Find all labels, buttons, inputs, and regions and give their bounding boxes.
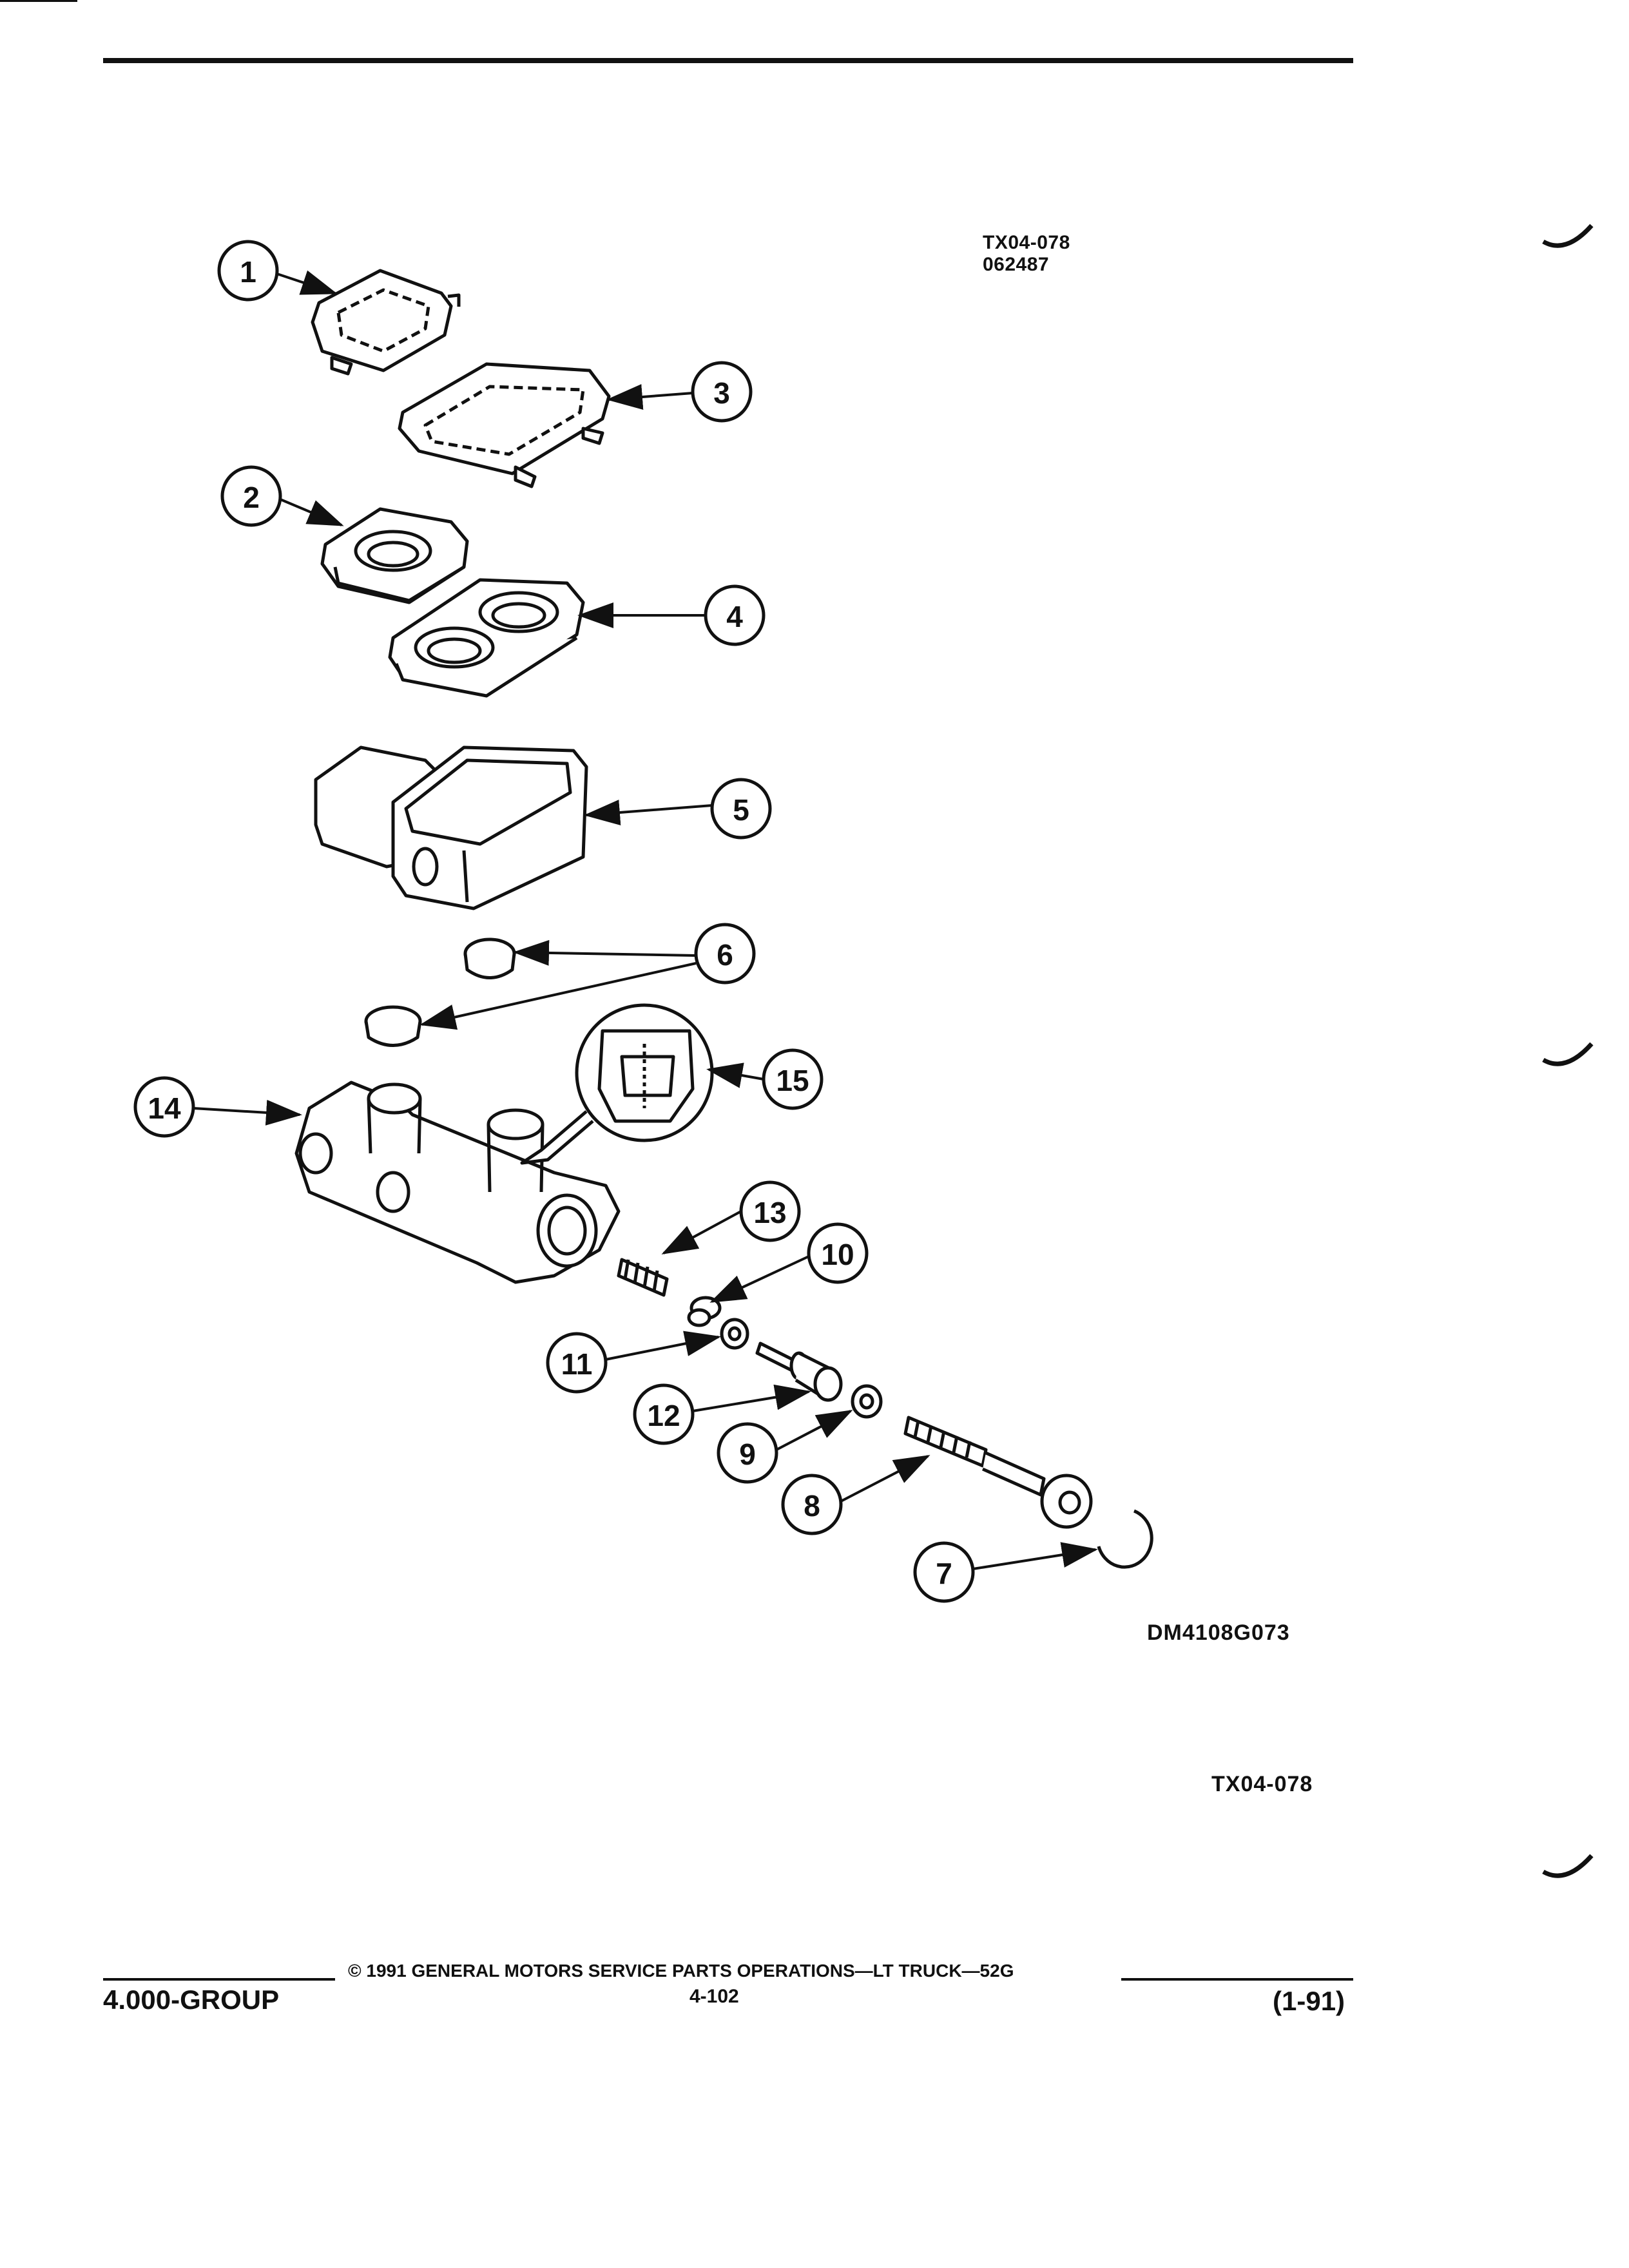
part-13-spring: [617, 1258, 669, 1297]
part-8-primary-piston: [903, 1416, 1093, 1529]
footer-copyright: © 1991 GENERAL MOTORS SERVICE PARTS OPER…: [348, 1961, 1014, 1981]
part-5-reservoir: [314, 745, 588, 910]
margin-ticks: [1542, 224, 1594, 1878]
part-1-cover: [311, 269, 461, 376]
callout-2-label: 2: [243, 481, 260, 514]
part-10-seal: [687, 1296, 722, 1327]
callout-14-label: 14: [148, 1091, 181, 1125]
scan-artifact-line: [0, 0, 77, 2]
part-2-diaphragm: [320, 507, 469, 604]
drawing-code: DM4108G073: [1147, 1620, 1290, 1645]
callout-1-label: 1: [240, 255, 256, 289]
part-14-cylinder-body: [294, 1081, 621, 1284]
callout-11-label: 11: [561, 1347, 593, 1381]
part-9-washer: [851, 1384, 883, 1419]
part-15-detail-view: [520, 1003, 714, 1165]
callout-5-label: 5: [733, 793, 749, 827]
callout-9-label: 9: [739, 1437, 756, 1471]
callout-12-label: 12: [647, 1399, 680, 1432]
leader-lines: [193, 270, 1098, 1570]
callout-4-label: 4: [726, 600, 743, 633]
footer-group-label: 4.000-GROUP: [103, 1984, 280, 2015]
callout-10-label: 10: [821, 1238, 854, 1271]
header-code-line1: TX04-078: [983, 232, 1070, 253]
header-code: TX04-078 062487: [983, 232, 1070, 276]
header-code-line2: 062487: [983, 254, 1050, 275]
callout-13-label: 13: [753, 1196, 786, 1229]
part-6-grommets: [364, 937, 516, 1047]
callout-3-label: 3: [713, 376, 730, 410]
header-rule: [103, 58, 1353, 63]
callout-6-label: 6: [717, 938, 733, 972]
footer-rule-right: [1121, 1978, 1353, 1981]
footer-rule-left: [103, 1978, 335, 1981]
part-11-washer: [720, 1318, 749, 1350]
footer-page-number: 4-102: [689, 1986, 739, 2007]
figure-ref-code: TX04-078: [1211, 1772, 1313, 1796]
footer-date: (1-91): [1273, 1986, 1345, 2016]
callout-8-label: 8: [804, 1489, 820, 1523]
part-7-snap-ring: [1097, 1509, 1153, 1569]
part-3-cover: [398, 362, 611, 488]
part-4-diaphragm: [388, 578, 585, 698]
callout-15-label: 15: [776, 1064, 809, 1097]
callout-circles: [133, 240, 975, 1603]
part-12-piston: [755, 1341, 843, 1402]
callout-7-label: 7: [936, 1557, 952, 1590]
